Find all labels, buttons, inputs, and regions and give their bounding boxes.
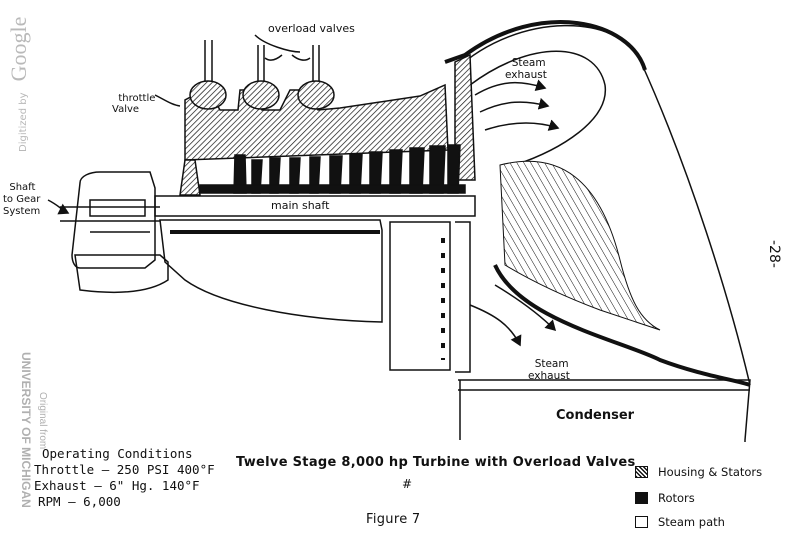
steam-exhaust-top-text: Steam exhaust <box>505 57 547 81</box>
steam-exhaust-bottom-text: Steam exhaust <box>528 358 570 382</box>
legend-item-rotors: Rotors <box>635 488 762 508</box>
exhaust-throat-hatching <box>499 160 661 331</box>
exhaust-lower-casing <box>493 264 751 387</box>
valve-stems <box>189 40 335 110</box>
throttle-valve-text: throttle Valve <box>112 93 156 115</box>
operating-conditions: Operating Conditions Throttle – 250 PSI … <box>34 446 215 510</box>
rpm-condition: RPM – 6,000 <box>38 494 121 509</box>
figure-mark: # <box>402 477 412 491</box>
exhaust-hood-casing <box>444 20 647 71</box>
figure-title-text: Twelve Stage 8,000 hp Turbine with Overl… <box>236 455 636 470</box>
figure-mark-text: # <box>402 477 413 491</box>
steam-exhaust-bottom-label: Steam exhaust <box>528 346 570 382</box>
overload-valves-text: overload valves <box>268 22 355 35</box>
throttle-condition: Throttle – 250 PSI 400°F <box>34 462 215 477</box>
hatch-swatch-icon <box>635 466 648 478</box>
throttle-valve-label: throttle Valve <box>112 82 155 115</box>
figure-title: Twelve Stage 8,000 hp Turbine with Overl… <box>236 455 636 470</box>
main-shaft-text: main shaft <box>271 199 330 212</box>
legend-item-housing: Housing & Stators <box>635 462 762 482</box>
steam-exhaust-top-label: Steam exhaust <box>505 45 547 81</box>
legend-label-housing: Housing & Stators <box>658 465 763 479</box>
empty-swatch-icon <box>635 516 648 528</box>
rotor-blades <box>199 144 466 194</box>
legend-label-steam-path: Steam path <box>658 515 725 529</box>
exhaust-condition: Exhaust – 6" Hg. 140°F <box>34 478 200 493</box>
main-shaft-body <box>154 195 476 217</box>
exhaust-hood-inner <box>469 50 606 166</box>
lower-casing <box>159 219 383 323</box>
overload-valves-label: overload valves <box>268 22 355 35</box>
main-shaft-label: main shaft <box>268 199 333 212</box>
shaft-to-gear-label: Shaft to Gear System <box>3 170 40 218</box>
legend: Housing & Stators Rotors Steam path <box>635 462 762 532</box>
legend-label-rotors: Rotors <box>658 491 695 505</box>
operating-conditions-heading: Operating Conditions <box>42 446 193 461</box>
condenser-text: Condenser <box>556 408 635 423</box>
bearing-housing <box>71 171 156 269</box>
shaft-to-gear-text: Shaft to Gear System <box>3 182 41 217</box>
legend-item-steam-path: Steam path <box>635 512 762 532</box>
solid-swatch-icon <box>635 492 648 504</box>
figure-number-text: Figure 7 <box>366 512 421 527</box>
exhaust-hood-outer <box>454 24 751 386</box>
condenser-label: Condenser <box>556 408 634 423</box>
figure-number: Figure 7 <box>366 512 421 527</box>
